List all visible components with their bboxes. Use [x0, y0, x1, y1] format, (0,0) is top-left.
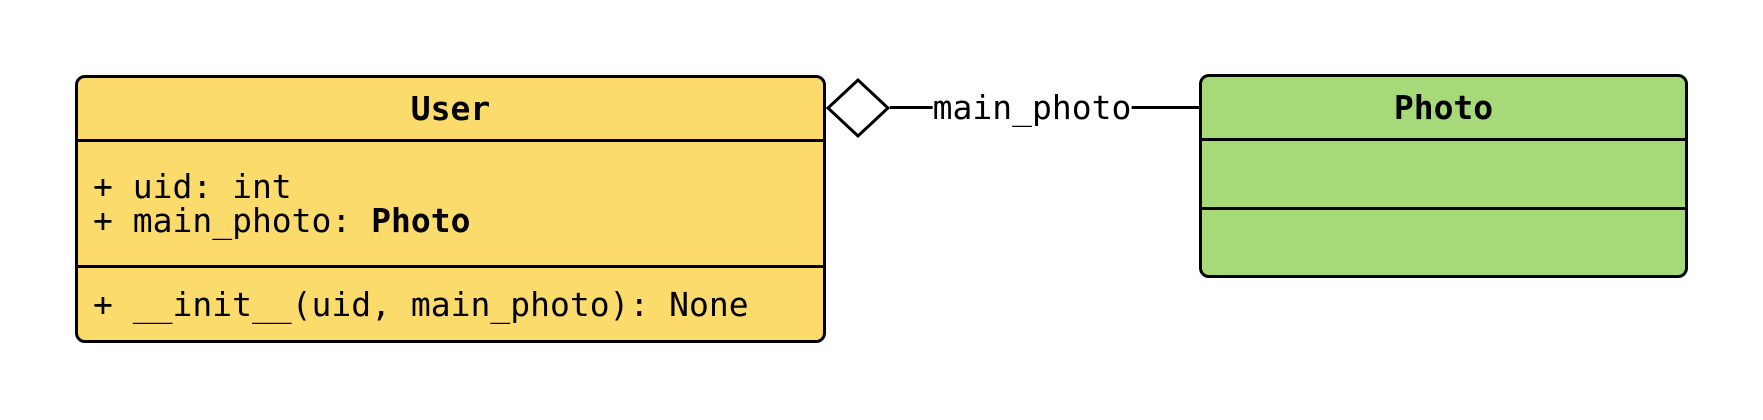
attribute-main-photo: + main_photo: Photo — [93, 200, 823, 240]
aggregation-diamond-icon — [825, 77, 891, 139]
class-user-title: User — [78, 78, 823, 142]
class-box-photo: Photo — [1199, 74, 1688, 278]
method-init: + __init__(uid, main_photo): None — [93, 284, 749, 324]
attribute-uid: + uid: int — [93, 166, 292, 206]
class-photo-title: Photo — [1202, 77, 1685, 141]
class-photo-methods — [1202, 210, 1685, 275]
class-user-attributes: + uid: int + main_photo: Photo — [78, 142, 823, 268]
class-photo-attributes — [1202, 141, 1685, 210]
attribute-main-photo-prefix: + main_photo: — [93, 200, 372, 240]
class-box-user: User + uid: int + main_photo: Photo + __… — [75, 75, 826, 343]
attribute-main-photo-type: Photo — [371, 200, 471, 240]
edge-label: main_photo — [932, 88, 1132, 127]
class-user-methods: + __init__(uid, main_photo): None — [78, 268, 823, 340]
